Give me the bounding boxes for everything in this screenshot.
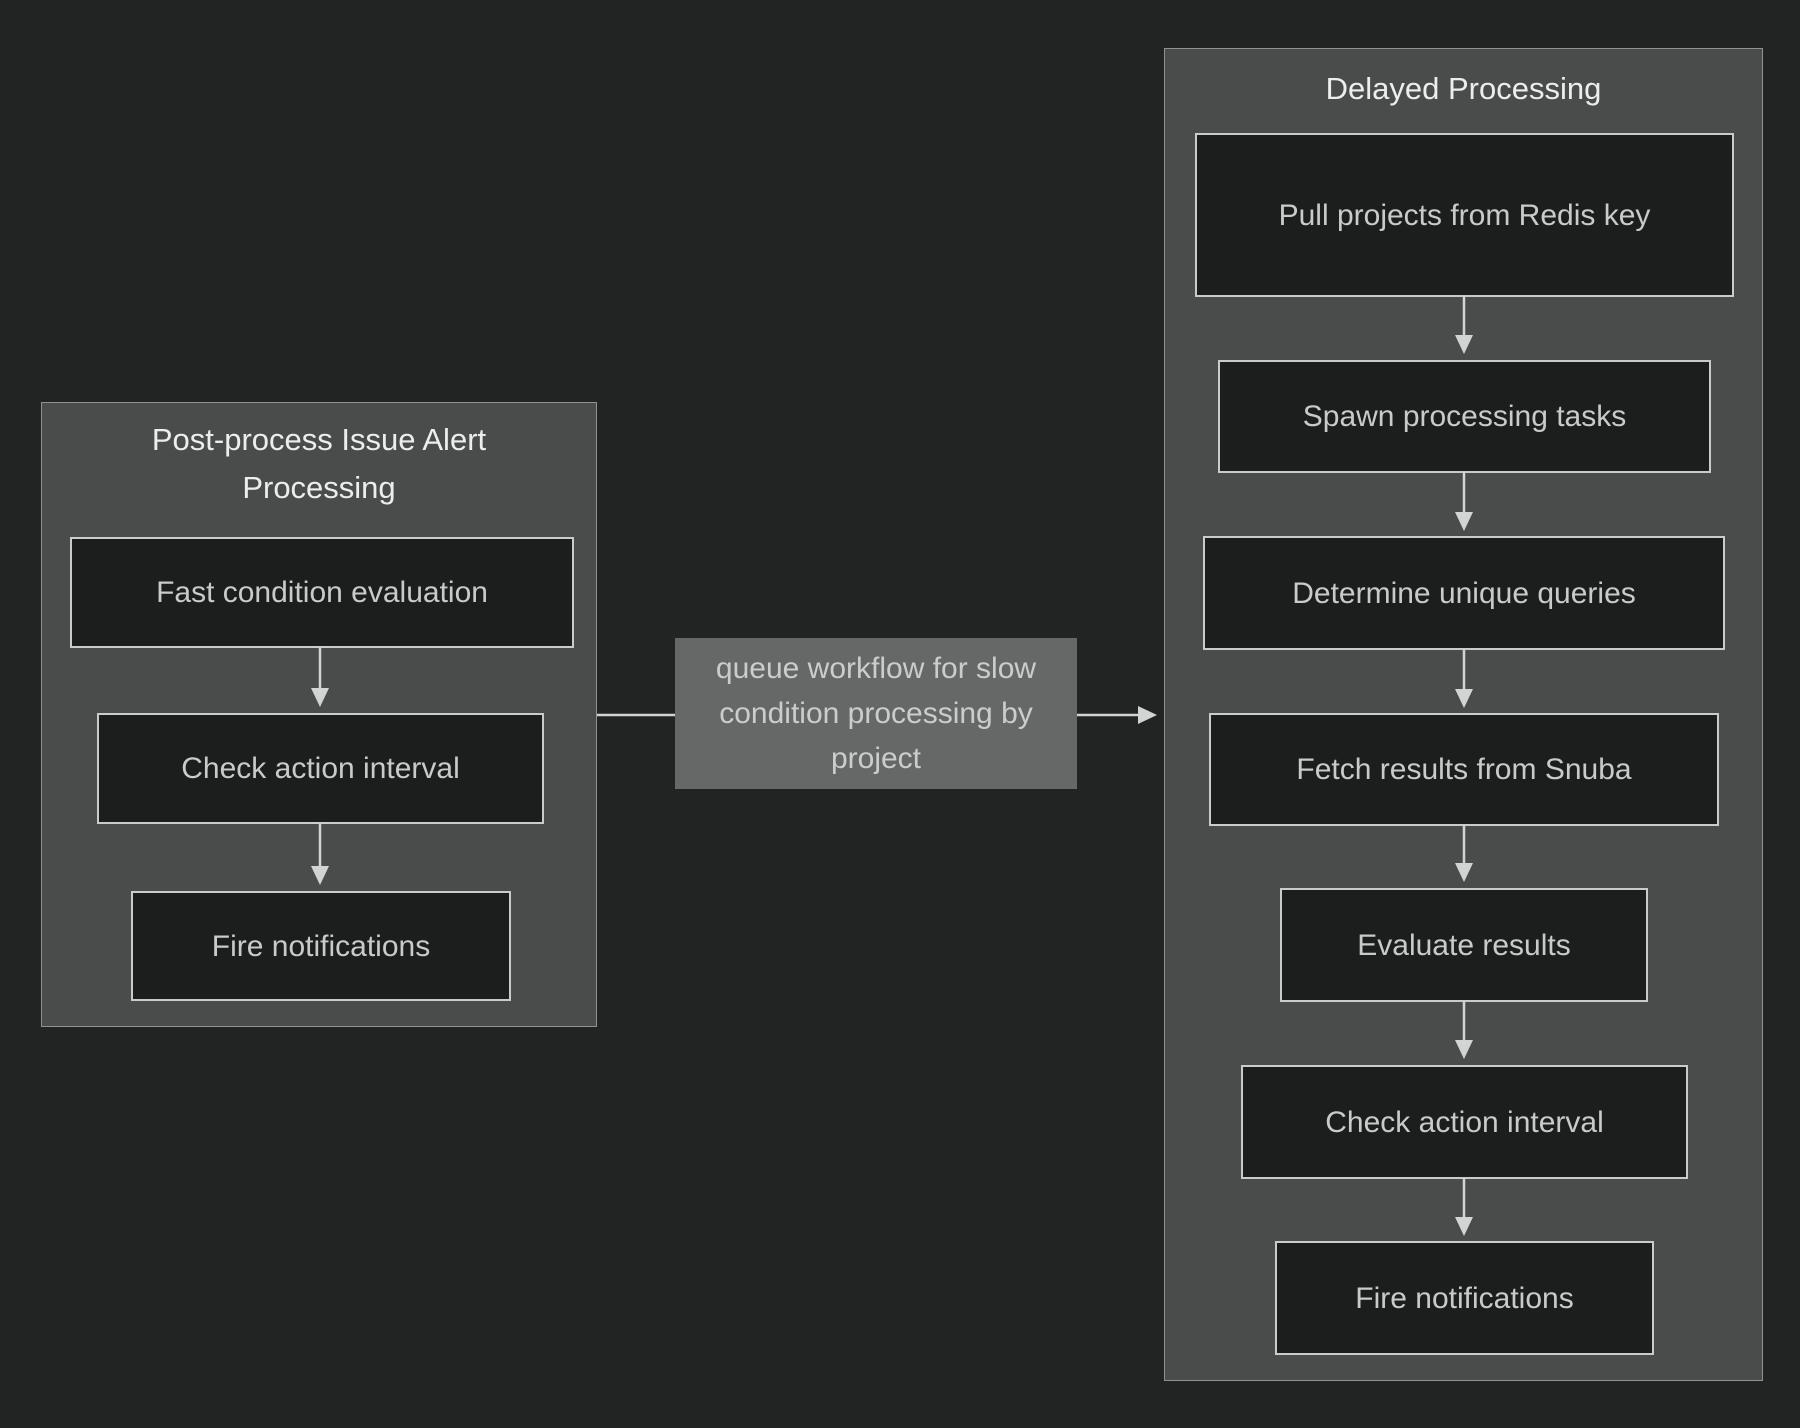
node-label: Check action interval (1325, 1105, 1604, 1139)
edge-label-queue-workflow: queue workflow for slow condition proces… (675, 638, 1077, 789)
node-label: Spawn processing tasks (1302, 400, 1627, 433)
node-fire-notifications: Fire notifications (131, 891, 511, 1001)
subgraph-title: Delayed Processing (1165, 49, 1762, 113)
subgraph-title-text: Post-process Issue Alert Processing (151, 422, 487, 506)
node-label: Fire notifications (1355, 1281, 1574, 1315)
node-check-action-interval-delayed: Check action interval (1241, 1065, 1688, 1179)
edge-label-text: queue workflow for slow condition proces… (715, 652, 1037, 775)
subgraph-delayed-processing: Delayed Processing Pull projects from Re… (1164, 48, 1763, 1381)
node-label: Determine unique queries (1292, 576, 1636, 610)
node-label: Check action interval (181, 752, 460, 785)
node-label: Pull projects from Redis key (1278, 198, 1651, 232)
subgraph-title: Post-process Issue Alert Processing (42, 403, 596, 512)
node-label: Fetch results from Snuba (1296, 753, 1632, 786)
node-pull-projects-from-redis-key: Pull projects from Redis key (1195, 133, 1734, 297)
node-label: Fire notifications (211, 929, 431, 963)
subgraph-post-process-issue-alert: Post-process Issue Alert Processing Fast… (41, 402, 597, 1027)
node-fast-condition-evaluation: Fast condition evaluation (70, 537, 574, 648)
node-evaluate-results: Evaluate results (1280, 888, 1648, 1002)
node-spawn-processing-tasks: Spawn processing tasks (1218, 360, 1711, 473)
node-fire-notifications-delayed: Fire notifications (1275, 1241, 1654, 1355)
node-label: Evaluate results (1357, 928, 1571, 962)
node-label: Fast condition evaluation (156, 576, 488, 609)
node-determine-unique-queries: Determine unique queries (1203, 536, 1725, 650)
node-fetch-results-from-snuba: Fetch results from Snuba (1209, 713, 1719, 826)
subgraph-title-text: Delayed Processing (1325, 71, 1602, 106)
node-check-action-interval: Check action interval (97, 713, 544, 824)
